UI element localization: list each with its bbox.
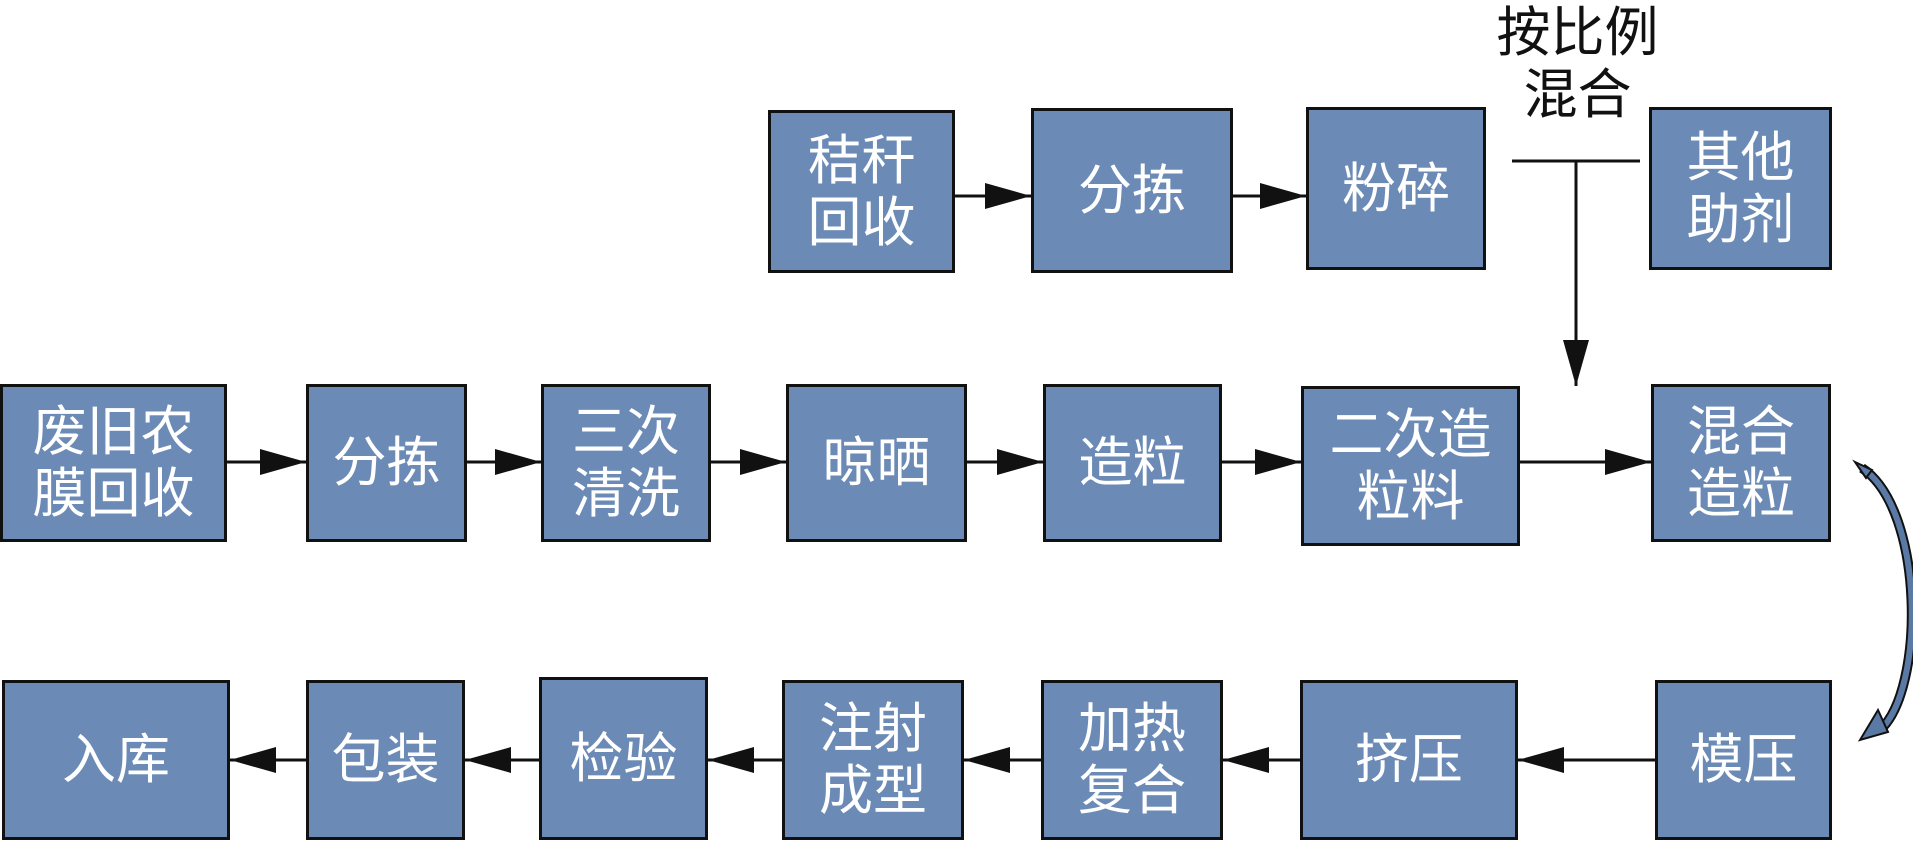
node-label: 三次 清洗 — [572, 400, 680, 525]
node-label: 废旧农 膜回收 — [32, 400, 195, 525]
node-label: 晾晒 — [822, 431, 931, 494]
node-mix-granulate: 混合 造粒 — [1651, 384, 1831, 542]
node-granulate: 造粒 — [1043, 384, 1222, 542]
mix-ratio-label: 按比例 混合 — [1496, 1, 1659, 126]
node-air-dry: 晾晒 — [786, 384, 967, 542]
node-heat-composite: 加热 复合 — [1041, 680, 1223, 840]
node-label: 模压 — [1689, 728, 1798, 791]
node-straw-crush: 粉碎 — [1306, 107, 1486, 270]
node-label: 秸秆 回收 — [807, 128, 916, 254]
node-label: 检验 — [569, 726, 678, 790]
node-label: 挤压 — [1355, 728, 1463, 791]
node-packaging: 包装 — [306, 680, 465, 840]
node-label: 二次造 粒料 — [1329, 403, 1492, 528]
node-label: 分拣 — [1078, 158, 1186, 222]
node-mold-press: 模压 — [1655, 680, 1832, 840]
node-label: 粉碎 — [1342, 156, 1450, 220]
node-label: 分拣 — [332, 431, 441, 494]
node-film-sort: 分拣 — [306, 384, 467, 542]
node-straw-sort: 分拣 — [1031, 108, 1233, 273]
node-label: 混合 造粒 — [1687, 400, 1795, 525]
node-other-additives: 其他 助剂 — [1649, 107, 1832, 270]
node-warehousing: 入库 — [2, 680, 230, 840]
curve-arrow-tail — [1852, 459, 1874, 480]
node-label: 包装 — [331, 728, 440, 791]
node-label: 入库 — [62, 728, 170, 791]
node-extrude: 挤压 — [1300, 680, 1518, 840]
node-secondary-pellets: 二次造 粒料 — [1301, 386, 1520, 546]
curve-arrow-head — [1857, 707, 1890, 742]
node-triple-wash: 三次 清洗 — [541, 384, 711, 542]
node-inspection: 检验 — [539, 677, 708, 840]
node-label: 其他 助剂 — [1686, 125, 1795, 251]
node-label: 加热 复合 — [1078, 697, 1186, 822]
edge-mix-to-mold-curve-fill — [1860, 465, 1913, 733]
node-straw-recovery: 秸秆 回收 — [768, 110, 955, 273]
node-label: 造粒 — [1078, 431, 1187, 494]
node-injection-molding: 注射 成型 — [782, 680, 964, 840]
node-label: 注射 成型 — [819, 697, 927, 822]
node-film-recovery: 废旧农 膜回收 — [0, 384, 227, 542]
